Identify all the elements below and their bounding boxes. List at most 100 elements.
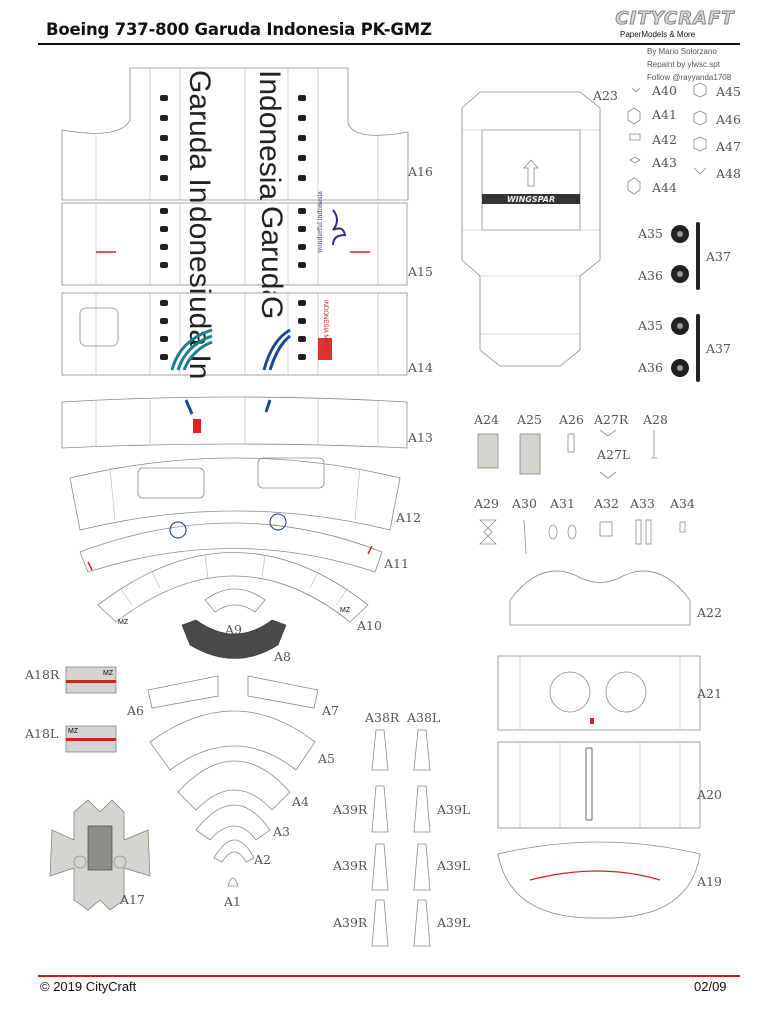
label-a24: A24 — [473, 412, 499, 427]
label-a47: A47 — [715, 139, 741, 154]
label-a2: A2 — [253, 852, 271, 867]
part-a1 — [227, 877, 239, 887]
label-a18r: A18R — [24, 667, 60, 682]
part-a15: donesia Garuda wonderful indonesia — [61, 191, 408, 311]
landing-gear-wheels — [671, 222, 700, 382]
label-a17: A17 — [119, 892, 145, 907]
label-a18l: A18L — [24, 726, 58, 741]
label-a28: A28 — [642, 412, 668, 427]
label-a29: A29 — [473, 496, 499, 511]
page-number: 02/09 — [694, 979, 727, 994]
livery-text-a16a: Garuda In — [183, 70, 216, 203]
label-a23: A23 — [592, 88, 618, 103]
small-parts-a40-a48 — [627, 82, 707, 195]
label-a9: A9 — [224, 622, 242, 637]
part-a4 — [177, 760, 291, 811]
label-a39r-3: A39R — [332, 915, 368, 930]
reg-mark-a18l: MZ — [68, 728, 79, 735]
citycraft-logo: CITYCRAFT — [615, 8, 735, 30]
part-a23: WINGSPAR — [461, 91, 601, 367]
gear-doors-a38-a39 — [371, 729, 431, 947]
reg-mark-a10l: MZ — [118, 619, 129, 626]
livery-text-a14b: G — [255, 296, 288, 319]
label-a13: A13 — [407, 430, 433, 445]
part-a8 — [181, 619, 287, 659]
footer-rule — [38, 975, 740, 977]
label-a25: A25 — [516, 412, 542, 427]
part-a18l: MZ — [65, 725, 117, 753]
label-a19: A19 — [696, 874, 722, 889]
part-a22 — [509, 570, 691, 626]
label-a3: A3 — [272, 824, 290, 839]
label-a44: A44 — [651, 180, 677, 195]
label-a34: A34 — [669, 496, 695, 511]
credit-repaint: Repaint by ylwsc.spt — [647, 60, 720, 69]
page-title: Boeing 737-800 Garuda Indonesia PK-GMZ — [46, 20, 432, 39]
label-a1: A1 — [223, 894, 241, 909]
livery-text-a16b: Indonesia — [253, 70, 286, 200]
label-a27l: A27L — [596, 447, 630, 462]
small-parts-a24-a34 — [477, 429, 686, 555]
part-a9 — [204, 588, 266, 613]
arrow-up-icon — [523, 159, 539, 187]
part-a19 — [497, 841, 701, 919]
label-a30: A30 — [511, 496, 537, 511]
logo-subtitle: PaperModels & More — [620, 30, 696, 39]
livery-text-a15b: Garuda — [255, 206, 288, 306]
label-a38r: A38R — [364, 710, 400, 725]
label-a40: A40 — [651, 83, 677, 98]
copyright: © 2019 CityCraft — [40, 979, 137, 994]
label-a31: A31 — [549, 496, 575, 511]
reg-mark-a10r: MZ — [340, 607, 351, 614]
label-a39l-2: A39L — [436, 858, 470, 873]
indonesia-maju-logo — [318, 338, 332, 360]
label-a14: A14 — [407, 360, 433, 375]
title-rule — [38, 43, 740, 45]
label-a15: A15 — [407, 264, 433, 279]
label-a38l: A38L — [406, 710, 440, 725]
wonderful-indonesia-mark: wonderful indonesia — [317, 191, 324, 253]
garuda-feather-icon-2 — [262, 328, 291, 371]
reg-mark-a18r: MZ — [103, 670, 114, 677]
label-a46: A46 — [715, 112, 741, 127]
part-a20 — [497, 741, 701, 829]
part-a17 — [49, 799, 151, 911]
part-a3 — [195, 804, 271, 841]
label-a48: A48 — [715, 166, 741, 181]
label-a45: A45 — [715, 84, 741, 99]
label-a37-2: A37 — [705, 341, 731, 356]
part-labels: A16 A15 A14 A13 A12 A11 A10 A9 A8 A7 A6 … — [24, 83, 741, 930]
label-a22: A22 — [696, 605, 722, 620]
label-a42: A42 — [651, 132, 677, 147]
part-a7 — [247, 675, 319, 709]
garuda-bird-icon — [332, 209, 347, 246]
label-a6: A6 — [126, 703, 144, 718]
label-a10: A10 — [356, 618, 382, 633]
label-a36-2: A36 — [637, 360, 663, 375]
part-a6 — [147, 675, 219, 709]
label-a39r-1: A39R — [332, 802, 368, 817]
indonesia-maju-text: INDONESIA MAJU — [322, 300, 328, 351]
part-a14: uda In G INDONESIA MAJU — [61, 292, 408, 379]
label-a5: A5 — [317, 751, 335, 766]
label-a21: A21 — [696, 686, 722, 701]
garuda-feather-icon — [170, 328, 213, 371]
label-a33: A33 — [629, 496, 655, 511]
label-a32: A32 — [593, 496, 619, 511]
part-a21 — [497, 655, 701, 731]
part-a11 — [79, 513, 383, 573]
label-a37-1: A37 — [705, 249, 731, 264]
label-a12: A12 — [395, 510, 421, 525]
label-a16: A16 — [407, 164, 433, 179]
label-a39l-3: A39L — [436, 915, 470, 930]
wingspar-label: WINGSPAR — [507, 195, 555, 204]
label-a27r: A27R — [593, 412, 629, 427]
label-a26: A26 — [558, 412, 584, 427]
part-a10: MZ MZ — [97, 552, 369, 626]
part-a12 — [69, 457, 401, 531]
credit-follow: Follow @rayyanda1708 — [647, 73, 732, 82]
part-a2 — [213, 839, 255, 863]
label-a7: A7 — [321, 703, 339, 718]
label-a35-2: A35 — [637, 318, 663, 333]
